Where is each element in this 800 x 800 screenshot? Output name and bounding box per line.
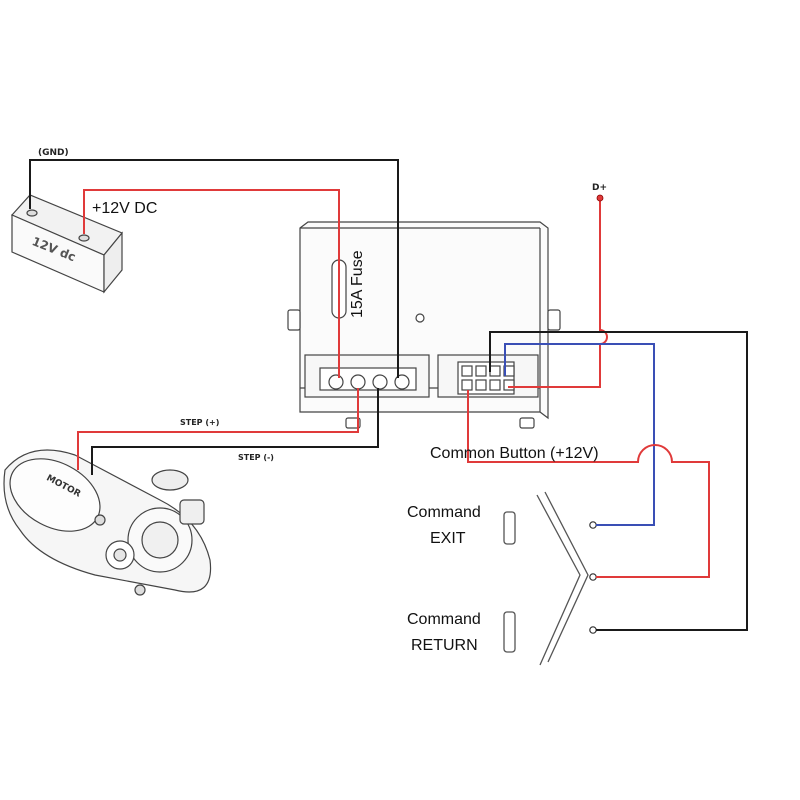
step-plus-wire xyxy=(77,388,359,470)
common-button-label: Common Button (+12V) xyxy=(430,445,599,462)
d-plus-terminal xyxy=(596,194,604,202)
plus12v-label: +12V DC xyxy=(92,200,157,217)
control-module xyxy=(287,221,561,429)
common-wire xyxy=(467,390,710,578)
command-exit-label-2: EXIT xyxy=(430,530,466,547)
command-return-label-2: RETURN xyxy=(411,637,478,654)
step-plus-label: STEP (+) xyxy=(180,418,219,427)
fuse-label: 15A Fuse xyxy=(349,250,366,318)
command-exit-label-1: Command xyxy=(407,504,481,521)
return-wire xyxy=(489,331,748,631)
exit-terminal xyxy=(589,521,597,529)
motor xyxy=(3,449,212,596)
command-switch xyxy=(503,491,589,666)
d-plus-label: D+ xyxy=(592,183,607,193)
ground-wire xyxy=(29,159,399,378)
return-terminal xyxy=(589,626,597,634)
positive-wire xyxy=(83,189,340,378)
gnd-label: (GND) xyxy=(38,148,69,158)
exit-wire xyxy=(504,343,655,526)
step-minus-wire xyxy=(91,388,379,475)
battery xyxy=(10,194,123,294)
common-terminal xyxy=(589,573,597,581)
step-minus-label: STEP (-) xyxy=(238,453,274,462)
command-return-label-1: Command xyxy=(407,611,481,628)
